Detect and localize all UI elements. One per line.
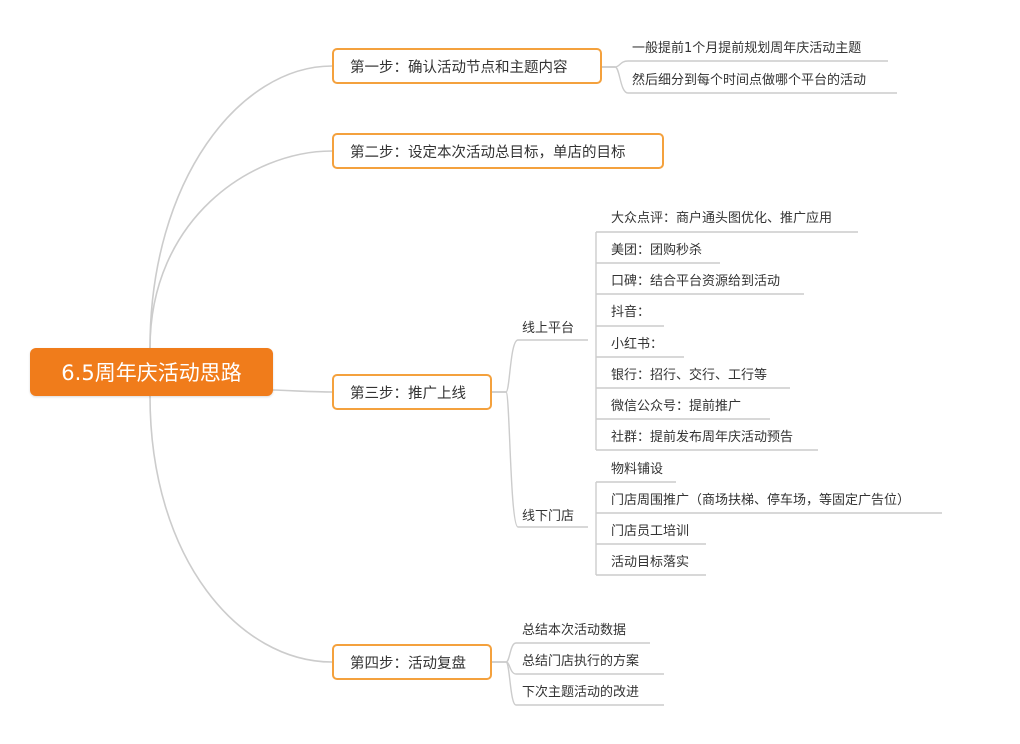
step-1-leaf-1-branch xyxy=(614,60,888,68)
online-leaf-5[interactable]: 小红书： xyxy=(611,337,664,352)
step-3-node[interactable]: 第三步：推广上线 xyxy=(332,374,492,410)
online-leaf-6[interactable]: 银行：招行、交行、工行等 xyxy=(611,368,768,383)
online-leaf-1[interactable]: 大众点评：商户通头图优化、推广应用 xyxy=(611,211,833,226)
step-4-leaf-3[interactable]: 下次主题活动的改进 xyxy=(522,685,640,700)
step-4-leaf-1-branch xyxy=(505,642,650,663)
step-4-node[interactable]: 第四步：活动复盘 xyxy=(332,644,492,680)
step-1-leaf-2[interactable]: 然后细分到每个时间点做哪个平台的活动 xyxy=(632,73,867,88)
step-4-leaf-3-branch xyxy=(505,661,664,706)
online-leaf-4[interactable]: 抖音： xyxy=(611,305,651,320)
step-3-online-branch xyxy=(505,339,588,393)
step-1-leaf-2-branch xyxy=(614,66,897,94)
branch-root-step-1 xyxy=(149,65,333,349)
step-3-offline-branch xyxy=(505,391,588,528)
online-leaf-8[interactable]: 社群：提前发布周年庆活动预告 xyxy=(611,430,794,445)
step-1-node[interactable]: 第一步：确认活动节点和主题内容 xyxy=(332,48,602,84)
offline-leaf-2[interactable]: 门店周围推广（商场扶梯、停车场，等固定广告位） xyxy=(611,493,911,508)
offline-leaf-1[interactable]: 物料铺设 xyxy=(611,462,664,477)
online-leaf-7[interactable]: 微信公众号：提前推广 xyxy=(611,399,742,414)
online-leaf-3[interactable]: 口碑：结合平台资源给到活动 xyxy=(611,274,781,289)
branch-root-step-2 xyxy=(149,150,333,349)
branch-root-step-4 xyxy=(149,395,333,663)
step-4-leaf-1[interactable]: 总结本次活动数据 xyxy=(522,623,627,638)
step-4-leaf-2[interactable]: 总结门店执行的方案 xyxy=(522,654,640,669)
branch-root-step-3 xyxy=(272,389,333,393)
online-leaf-2[interactable]: 美团：团购秒杀 xyxy=(611,243,703,258)
group-online[interactable]: 线上平台 xyxy=(522,321,575,336)
offline-leaf-4[interactable]: 活动目标落实 xyxy=(611,555,690,570)
offline-leaf-3[interactable]: 门店员工培训 xyxy=(611,524,690,539)
group-offline[interactable]: 线下门店 xyxy=(522,509,575,524)
step-1-leaf-1[interactable]: 一般提前1个月提前规划周年庆活动主题 xyxy=(632,41,862,56)
step-2-node[interactable]: 第二步：设定本次活动总目标，单店的目标 xyxy=(332,133,664,169)
root-node[interactable]: 6.5周年庆活动思路 xyxy=(30,348,273,396)
